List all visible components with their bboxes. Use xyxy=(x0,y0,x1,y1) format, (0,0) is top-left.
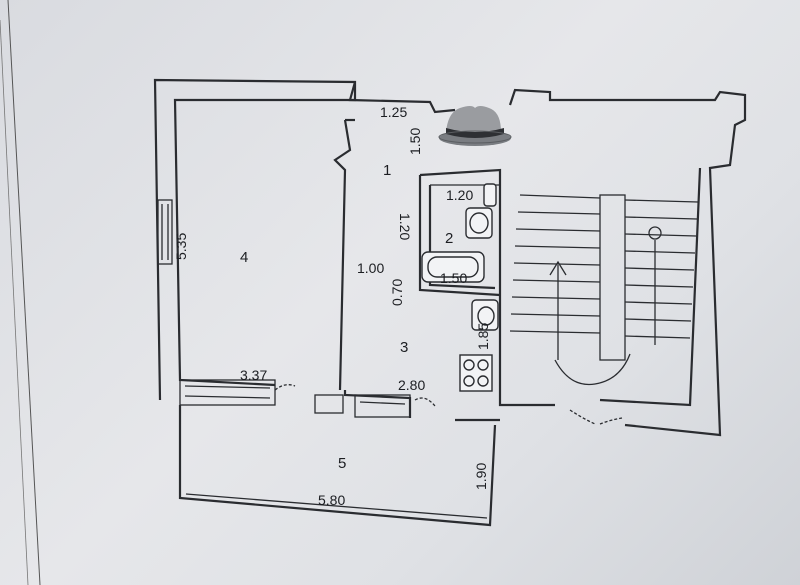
room-5-label: 5 xyxy=(338,455,346,472)
dimension-label: 2.80 xyxy=(398,377,425,393)
dimension-label: 1.20 xyxy=(446,187,473,203)
room-3-label: 3 xyxy=(400,339,408,356)
balcony xyxy=(178,405,497,527)
bathroom-fixtures xyxy=(421,183,497,283)
dimension-label: 1.20 xyxy=(397,213,413,240)
window-left xyxy=(157,199,173,265)
fedora-hat-icon xyxy=(438,106,512,146)
dimension-label: 1.00 xyxy=(357,260,384,276)
room-1-label: 1 xyxy=(383,162,391,179)
dimension-label: 1.90 xyxy=(473,463,489,490)
dimension-label: 5.35 xyxy=(173,233,189,260)
dimension-label: 1.85 xyxy=(475,323,491,350)
dimension-label: 0.70 xyxy=(389,279,405,306)
dimension-label: 5.80 xyxy=(318,492,345,508)
stairwell xyxy=(509,194,699,425)
dimension-label: 3.37 xyxy=(240,367,267,383)
wall-pier xyxy=(314,394,344,414)
room-4-label: 4 xyxy=(240,249,248,266)
dimension-label: 1.50 xyxy=(407,128,423,155)
dimension-label: 1.50 xyxy=(440,270,467,286)
dimension-label: 1.25 xyxy=(380,104,407,120)
margin-line xyxy=(7,0,41,585)
balcony-door-3 xyxy=(354,394,436,418)
kitchen-fixtures xyxy=(459,299,499,392)
balcony-door-4 xyxy=(179,379,296,406)
margin-line xyxy=(0,19,29,585)
exterior-walls xyxy=(153,78,747,437)
room-2-label: 2 xyxy=(445,230,453,247)
